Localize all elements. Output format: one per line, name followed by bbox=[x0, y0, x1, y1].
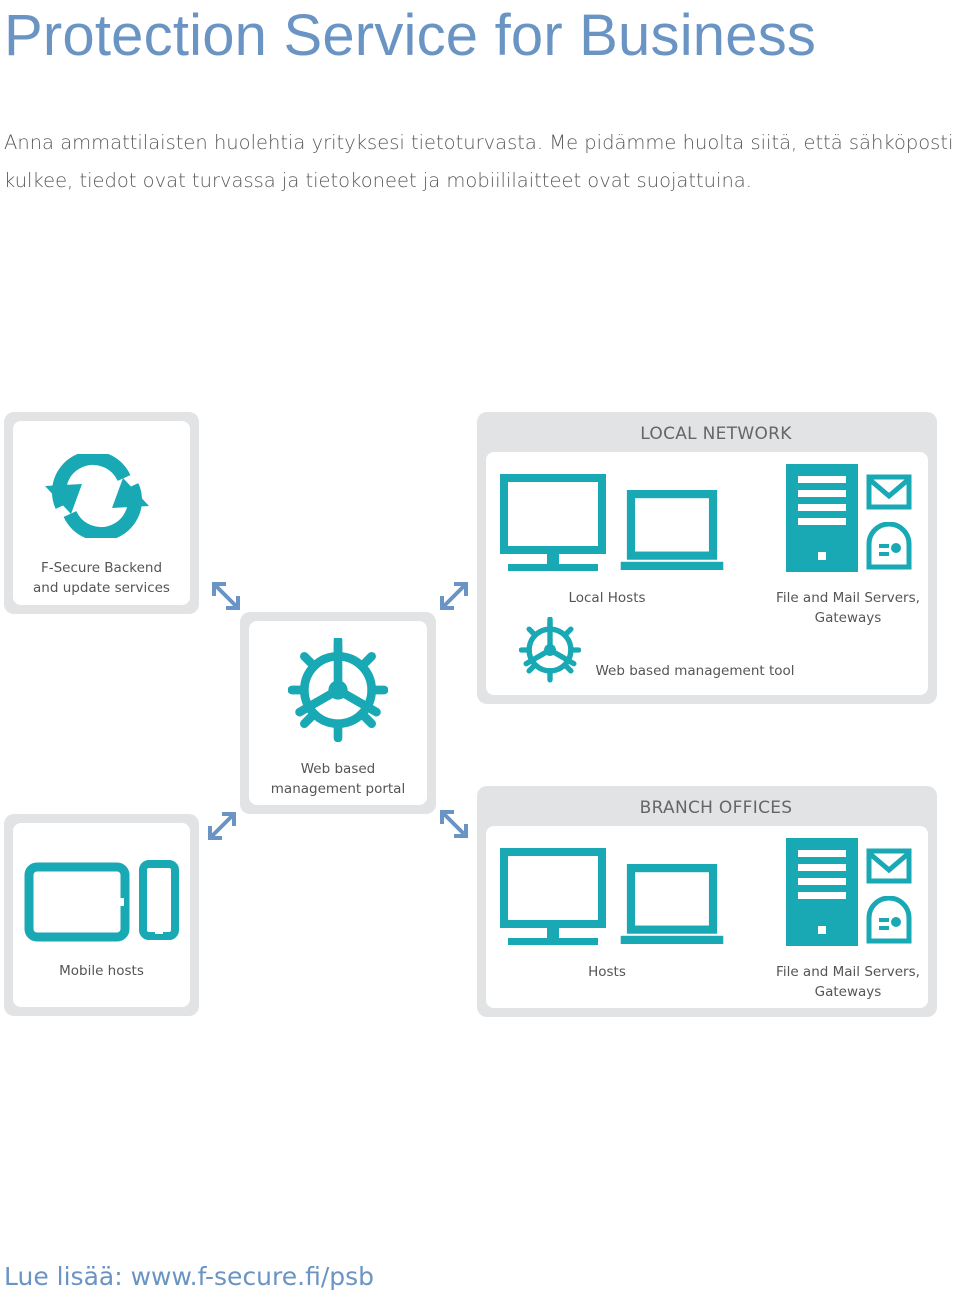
mobile-label: Mobile hosts bbox=[59, 963, 144, 979]
portal-label-line-2: management portal bbox=[270, 781, 406, 797]
local-servers-label: File and Mail Servers, Gateways bbox=[768, 588, 928, 628]
branch-servers-label-line-2: Gateways bbox=[814, 984, 882, 1000]
footer-link[interactable]: Lue lisää: www.f-secure.fi/psb bbox=[4, 1262, 375, 1291]
mail-icon bbox=[866, 474, 912, 510]
shield-icon bbox=[866, 522, 912, 570]
intro-line-1: Anna ammattilaisten huolehtia yrityksesi… bbox=[4, 131, 954, 154]
laptop-icon bbox=[620, 864, 724, 944]
backend-label-line-1: F-Secure Backend bbox=[40, 560, 163, 576]
desktop-icon bbox=[500, 848, 606, 946]
local-hosts-label: Local Hosts bbox=[568, 590, 646, 606]
mail-icon bbox=[866, 848, 912, 884]
local-servers-label-line-2: Gateways bbox=[814, 610, 882, 626]
laptop-icon bbox=[620, 490, 724, 570]
phone-icon bbox=[139, 860, 179, 940]
mobile-box bbox=[4, 814, 199, 1016]
ships-wheel-icon bbox=[288, 638, 388, 742]
page-title: Protection Service for Business bbox=[4, 3, 817, 68]
portal-label-line-1: Web based bbox=[300, 761, 376, 777]
ships-wheel-icon bbox=[519, 617, 581, 683]
local-servers-label-line-1: File and Mail Servers, bbox=[776, 590, 920, 606]
tablet-icon bbox=[24, 862, 130, 942]
double-arrow-icon bbox=[208, 812, 236, 840]
intro-text: Anna ammattilaisten huolehtia yrityksesi… bbox=[4, 124, 959, 200]
backend-label: F-Secure Backend and update services bbox=[4, 558, 199, 598]
portal-label: Web based management portal bbox=[240, 759, 436, 799]
intro-line-2: kulkee, tiedot ovat turvassa ja tietokon… bbox=[4, 169, 752, 192]
management-tool-label: Web based management tool bbox=[595, 663, 795, 679]
sync-icon bbox=[45, 454, 149, 538]
double-arrow-icon bbox=[440, 810, 468, 838]
double-arrow-icon bbox=[440, 582, 468, 610]
branch-offices-title: BRANCH OFFICES bbox=[639, 798, 793, 818]
branch-servers-label: File and Mail Servers, Gateways bbox=[768, 962, 928, 1002]
double-arrow-icon bbox=[212, 582, 240, 610]
server-icon bbox=[786, 464, 858, 572]
backend-box bbox=[4, 412, 199, 614]
server-icon bbox=[786, 838, 858, 946]
local-network-title: LOCAL NETWORK bbox=[640, 424, 792, 444]
branch-hosts-label: Hosts bbox=[588, 964, 626, 980]
shield-icon bbox=[866, 896, 912, 944]
branch-servers-label-line-1: File and Mail Servers, bbox=[776, 964, 920, 980]
backend-label-line-2: and update services bbox=[33, 580, 170, 596]
desktop-icon bbox=[500, 474, 606, 572]
